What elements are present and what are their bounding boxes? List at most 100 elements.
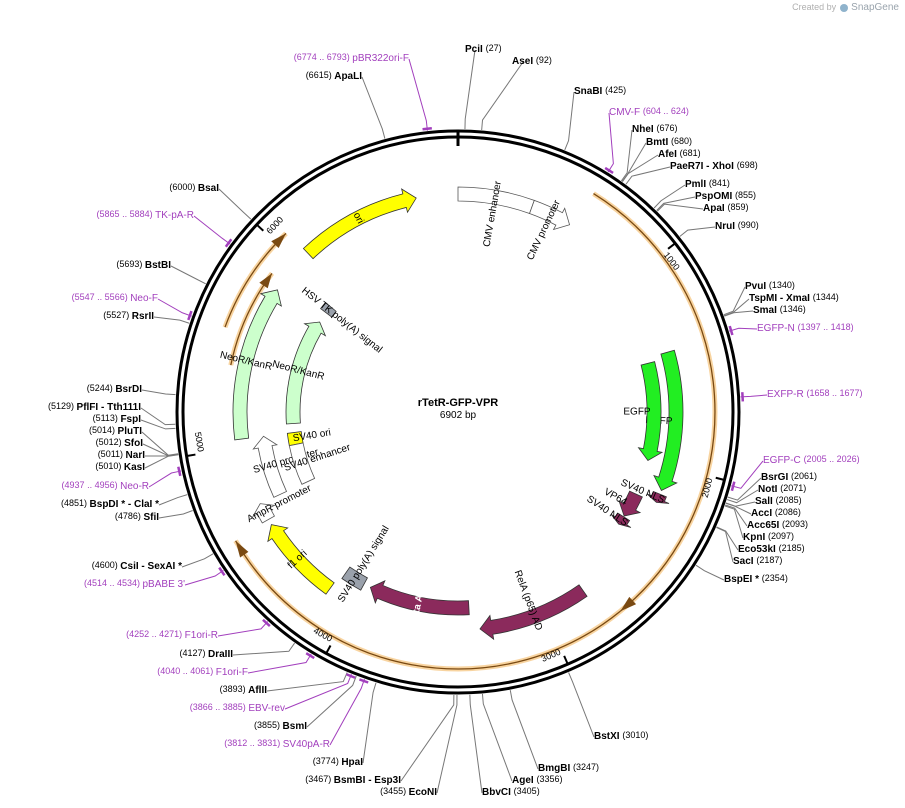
site-leader-line (142, 443, 179, 457)
site-labels: PciI (27)AseI (92)SnaBI (425)NheI (676)B… (48, 43, 863, 797)
site-position: (681) (680, 148, 701, 158)
site-label: NruI (990) (715, 220, 759, 231)
site-label: BmgBI (3247) (538, 762, 599, 773)
primer-label: EGFP-C (2005 .. 2026) (763, 454, 860, 465)
site-position: (2354) (762, 573, 788, 583)
site-name: NheI (632, 124, 656, 135)
site-position: (27) (486, 43, 502, 53)
site-label: PmlI (841) (685, 178, 730, 189)
site-label: SnaBI (425) (574, 85, 626, 96)
site-leader-line (481, 61, 524, 131)
credit-prefix: Created by (792, 2, 837, 12)
site-label: BspEI * (2354) (724, 573, 788, 584)
site-name: SacI (733, 556, 756, 567)
primer-range: (4514 .. 4534) (84, 578, 143, 588)
primer-range: (1397 .. 1418) (798, 322, 854, 332)
site-name: AseI (512, 56, 536, 67)
site-label: (5014) PluTI (89, 425, 142, 436)
site-position: (676) (656, 123, 677, 133)
snapgene-credit: Created by SnapGene (792, 2, 899, 13)
site-label: PciI (27) (465, 43, 502, 54)
site-position: (3467) (305, 774, 334, 784)
site-name: SfiI (143, 512, 159, 523)
primer-bind-mark (359, 678, 369, 684)
site-label: BmtI (680) (646, 136, 692, 147)
site-name: BbvCI (482, 787, 514, 798)
site-leader-line (141, 389, 176, 396)
site-position: (1346) (780, 304, 806, 314)
primer-label: (6774 .. 6793) pBR322ori-F (294, 52, 409, 63)
bp-tick (187, 453, 196, 457)
site-label: (4851) BspDI * - ClaI * (61, 498, 159, 509)
site-name: PmlI (685, 179, 709, 190)
site-name: BsrGI (761, 472, 791, 483)
primer-bind-mark (262, 618, 271, 628)
bp-tick (715, 476, 724, 481)
site-leader-line (725, 502, 752, 515)
site-leader-line (141, 431, 179, 456)
site-position: (1340) (769, 280, 795, 290)
primer-name: EXFP-R (767, 389, 806, 400)
feature-arrow (646, 491, 670, 504)
feature-arrow (610, 512, 632, 528)
site-position: (6000) (169, 182, 198, 192)
primer-range: (6774 .. 6793) (294, 52, 353, 62)
site-label: SmaI (1346) (753, 304, 806, 315)
primer-range: (604 .. 624) (643, 106, 689, 116)
site-position: (5014) (89, 425, 118, 435)
site-label: (6000) BsaI (169, 182, 219, 193)
site-leader-line (362, 682, 377, 764)
snapgene-logo-icon (839, 3, 848, 12)
orf-arcs (222, 191, 718, 672)
primer-bind-mark (218, 566, 226, 577)
primer-range: (3866 .. 3885) (190, 702, 249, 712)
orf-arc (593, 193, 716, 612)
site-leader-line (656, 196, 696, 211)
site-name: BspDI * - ClaI * (90, 499, 160, 510)
map-center: rTetR-GFP-VPR 6902 bp (418, 397, 499, 421)
primer-range: (3812 .. 3831) (224, 738, 283, 748)
primer-name: TK-pA-R (155, 210, 194, 221)
feature-arrow (653, 349, 684, 492)
site-leader-line (726, 489, 759, 504)
site-name: BmgBI (538, 763, 573, 774)
primer-name: CMV-F (609, 107, 643, 118)
primer-name: EGFP-C (763, 455, 804, 466)
bp-tick-label: 3000 (540, 647, 562, 664)
site-leader-line (509, 690, 539, 770)
site-position: (2097) (768, 531, 794, 541)
site-name: SalI (755, 496, 776, 507)
site-leader-line (266, 672, 348, 692)
site-name: CsiI - SexAI * (120, 561, 182, 572)
site-leader-lines (140, 49, 768, 794)
site-label: SalI (2085) (755, 495, 802, 506)
primer-range: (4937 .. 4956) (62, 480, 121, 490)
site-label: Eco53kI (2185) (738, 543, 805, 554)
site-leader-line (158, 494, 188, 506)
site-name: EcoNI (409, 787, 438, 798)
feature-arrow (341, 566, 368, 591)
site-position: (855) (735, 190, 756, 200)
site-leader-line (716, 526, 739, 551)
bp-tick (667, 243, 675, 250)
site-label: BbvCI (3405) (482, 786, 540, 797)
feature-arrow (637, 361, 664, 461)
primer-range: (5865 .. 5884) (97, 209, 156, 219)
site-leader-line (361, 76, 386, 139)
plasmid-length: 6902 bp (440, 410, 477, 421)
primer-bind-mark (604, 166, 614, 174)
site-leader-line (140, 419, 176, 430)
primer-leader-line (217, 621, 269, 637)
site-name: PciI (465, 44, 486, 55)
primer-label: EGFP-N (1397 .. 1418) (757, 322, 854, 333)
site-position: (2071) (780, 483, 806, 493)
site-name: FspI (120, 414, 141, 425)
site-position: (2185) (779, 543, 805, 553)
site-position: (3405) (514, 786, 540, 796)
site-name: BsmBI - Esp3I (334, 775, 401, 786)
site-name: Acc65I (747, 520, 782, 531)
primer-bind-mark (224, 238, 233, 248)
primer-range: (4252 .. 4271) (126, 629, 185, 639)
site-position: (5113) (93, 413, 121, 423)
